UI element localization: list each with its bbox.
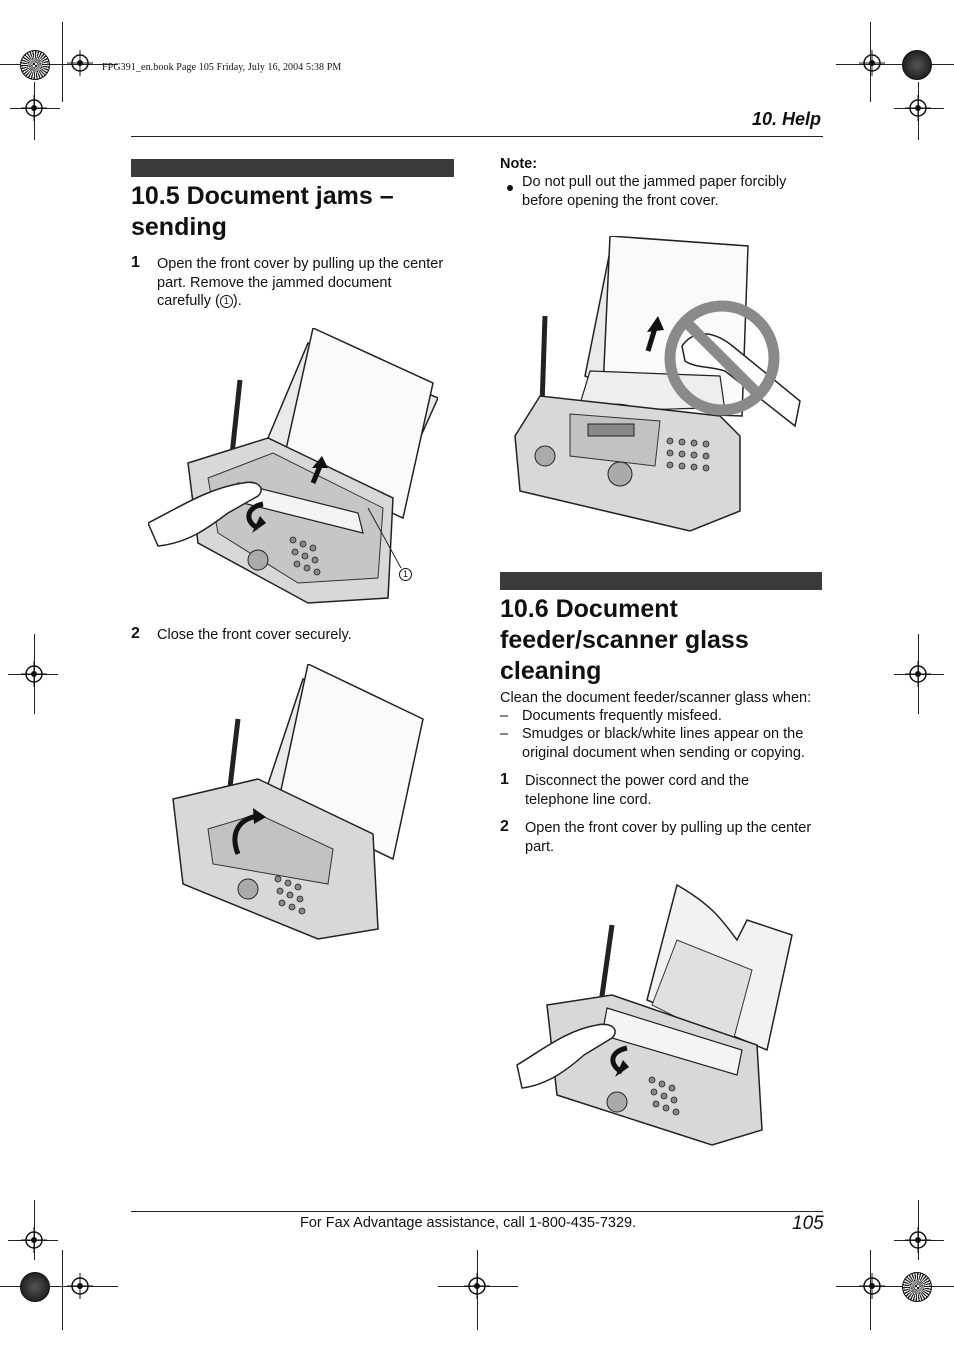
registration-mark-icon — [859, 1273, 885, 1299]
section-bar — [131, 159, 454, 177]
step-number: 1 — [131, 254, 140, 271]
color-rosette — [902, 1272, 932, 1302]
callout-marker: 1 — [219, 295, 233, 308]
file-info: FPG391_en.book Page 105 Friday, July 16,… — [102, 62, 342, 73]
section-title-10-5: 10.5 Document jams –sending — [131, 182, 394, 241]
note-text: Do not pull out the jammed paper forcibl… — [522, 174, 787, 209]
illustration-close-front-cover — [172, 664, 424, 940]
illustration-remove-jammed-document — [148, 328, 438, 604]
step-1-text: Disconnect the power cord and the teleph… — [525, 773, 750, 808]
registration-mark-icon — [905, 661, 931, 687]
registration-mark-icon — [464, 1273, 490, 1299]
color-rosette — [20, 50, 50, 80]
bullet-icon — [507, 178, 513, 196]
registration-mark-icon — [67, 50, 93, 76]
page-number: 105 — [792, 1213, 824, 1234]
step-2-text: Open the front cover by pulling up the c… — [525, 820, 812, 855]
color-rosette — [20, 1272, 50, 1302]
registration-mark-icon — [905, 1227, 931, 1253]
step-1-text: Open the front cover by pulling up the c… — [157, 256, 444, 309]
step-number: 2 — [131, 625, 140, 642]
chapter-title: 10. Help — [752, 109, 822, 129]
footer-assistance: For Fax Advantage assistance, call 1-800… — [300, 1215, 637, 1231]
list-item: – Documents frequently misfeed. — [500, 708, 722, 724]
step-number: 1 — [500, 771, 509, 788]
step-2-text: Close the front cover securely. — [157, 627, 352, 643]
registration-mark-icon — [67, 1273, 93, 1299]
cleaning-intro: Clean the document feeder/scanner glass … — [500, 690, 812, 706]
header-rule — [131, 136, 823, 137]
list-item: – Smudges or black/white lines appear on… — [500, 726, 805, 761]
registration-mark-icon — [21, 1227, 47, 1253]
section-bar — [500, 572, 822, 590]
registration-mark-icon — [21, 661, 47, 687]
registration-mark-icon — [21, 95, 47, 121]
figure-callout: 1 — [399, 565, 412, 583]
color-rosette — [902, 50, 932, 80]
note-label: Note: — [500, 156, 538, 172]
registration-mark-icon — [859, 50, 885, 76]
step-number: 2 — [500, 818, 509, 835]
illustration-open-front-cover — [516, 883, 793, 1146]
illustration-do-not-pull-paper — [514, 236, 801, 532]
footer-rule — [131, 1211, 823, 1212]
registration-mark-icon — [905, 95, 931, 121]
